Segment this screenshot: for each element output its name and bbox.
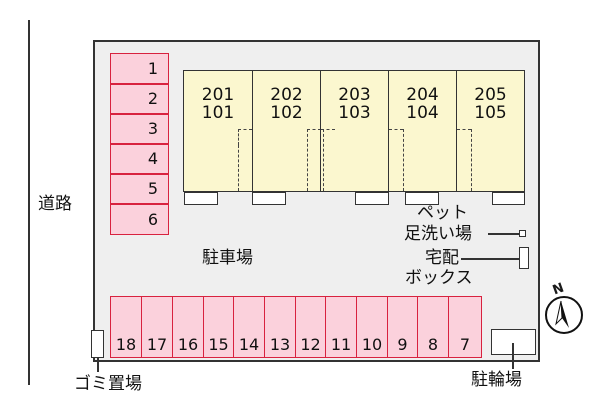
unit-number-lower: 105 bbox=[474, 103, 507, 123]
entry-step bbox=[252, 192, 286, 205]
space-number: 12 bbox=[300, 335, 321, 354]
unit-number-lower: 102 bbox=[270, 103, 303, 123]
parking-space: 9 bbox=[387, 296, 418, 358]
unit-number-upper: 205 bbox=[474, 85, 507, 105]
space-number: 10 bbox=[361, 335, 383, 354]
unit-number-lower: 103 bbox=[338, 103, 371, 123]
space-number: 14 bbox=[238, 335, 260, 354]
space-number: 8 bbox=[427, 335, 439, 354]
space-number: 5 bbox=[147, 179, 158, 198]
entry-step bbox=[405, 192, 439, 205]
parking-space: 8 bbox=[417, 296, 449, 358]
parking-space: 2 bbox=[110, 84, 169, 114]
parking-space: 7 bbox=[448, 296, 482, 358]
parking-space: 4 bbox=[110, 144, 169, 174]
pet-wash-station bbox=[519, 230, 526, 237]
space-number: 1 bbox=[147, 58, 158, 78]
bicycle-parking-label: 駐輪場 bbox=[471, 370, 522, 390]
apartment-building: 201 101 202 102 203 103 204 104 205 105 bbox=[183, 70, 525, 192]
parking-space: 14 bbox=[233, 296, 265, 358]
bicycle-parking bbox=[491, 329, 536, 355]
unit-number-upper: 201 bbox=[201, 85, 235, 105]
space-number: 17 bbox=[146, 335, 168, 354]
space-number: 11 bbox=[330, 335, 352, 354]
unit: 201 101 bbox=[183, 70, 253, 192]
space-number: 18 bbox=[115, 335, 137, 354]
parking-space: 6 bbox=[110, 204, 169, 235]
space-number: 9 bbox=[397, 335, 408, 354]
delivery-box-label-line2: ボックス bbox=[405, 268, 473, 288]
space-number: 15 bbox=[208, 335, 229, 354]
unit: 205 105 bbox=[456, 70, 525, 192]
unit-number-lower: 101 bbox=[201, 103, 235, 123]
entry-step bbox=[355, 192, 389, 205]
unit-number-lower: 104 bbox=[406, 103, 439, 123]
garbage-area bbox=[91, 330, 104, 358]
parking-space: 5 bbox=[110, 174, 169, 204]
space-number: 2 bbox=[147, 89, 158, 108]
parking-space: 15 bbox=[203, 296, 234, 358]
parking-space: 16 bbox=[172, 296, 204, 358]
parking-space: 18 bbox=[110, 296, 142, 358]
parking-space: 12 bbox=[295, 296, 326, 358]
parking-space: 17 bbox=[141, 296, 173, 358]
parking-space: 13 bbox=[264, 296, 296, 358]
entry-step bbox=[184, 192, 218, 205]
space-number: 6 bbox=[147, 209, 158, 229]
space-number: 4 bbox=[147, 149, 158, 168]
parking-space: 3 bbox=[110, 114, 169, 144]
space-number: 13 bbox=[269, 335, 291, 354]
space-number: 3 bbox=[147, 119, 158, 138]
unit: 204 104 bbox=[388, 70, 457, 192]
pet-wash-label-line2: 足洗い場 bbox=[404, 224, 472, 244]
unit: 202 102 bbox=[252, 70, 321, 192]
parking-space: 1 bbox=[110, 53, 169, 84]
space-number: 7 bbox=[459, 335, 471, 354]
unit-number-upper: 202 bbox=[270, 85, 303, 105]
unit-number-upper: 203 bbox=[338, 85, 371, 105]
delivery-box bbox=[519, 247, 529, 269]
unit: 203 103 bbox=[320, 70, 389, 192]
road-label: 道路 bbox=[38, 194, 72, 214]
garbage-label: ゴミ置場 bbox=[74, 374, 142, 394]
compass-icon bbox=[545, 296, 583, 334]
unit-number-upper: 204 bbox=[406, 85, 439, 105]
parking-space: 10 bbox=[356, 296, 388, 358]
parking-space: 11 bbox=[325, 296, 357, 358]
parking-label: 駐車場 bbox=[202, 248, 253, 268]
entry-step bbox=[492, 192, 525, 205]
space-number: 16 bbox=[177, 335, 199, 354]
road-line bbox=[28, 20, 30, 385]
delivery-box-label-line1: 宅配 bbox=[425, 248, 459, 268]
pet-wash-label-line1: ペット bbox=[417, 203, 468, 223]
